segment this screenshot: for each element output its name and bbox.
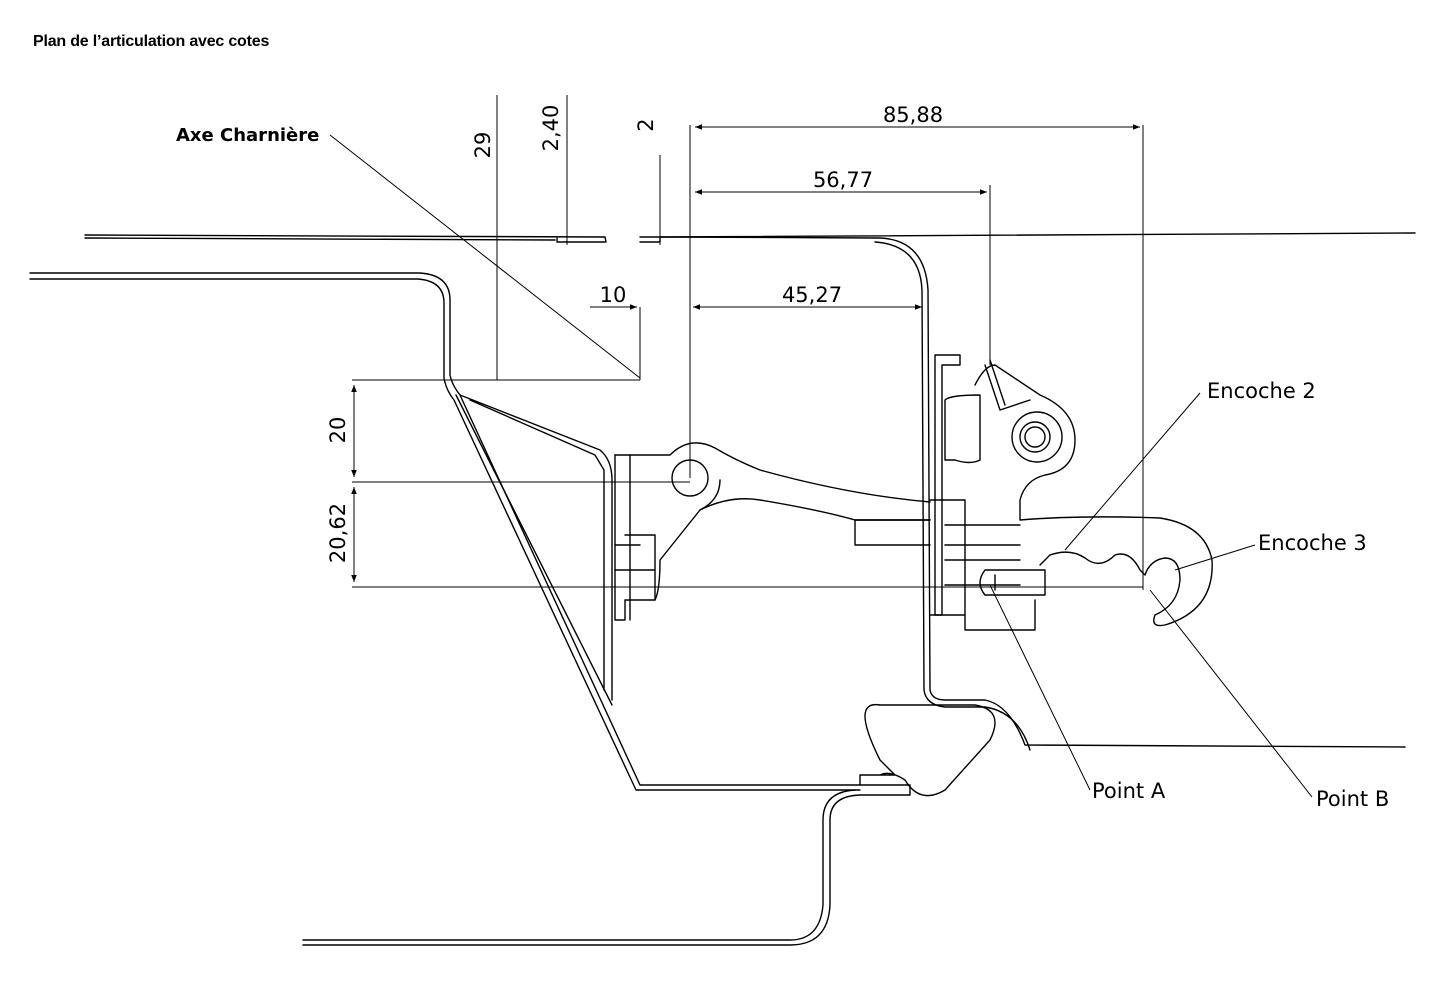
brace-2 xyxy=(455,394,613,706)
label-encoche-2: Encoche 2 xyxy=(1207,379,1316,403)
dim-20: 20 xyxy=(326,417,350,444)
left-frame-inner xyxy=(29,278,861,791)
right-wall xyxy=(874,241,1031,751)
cam-pin-inner xyxy=(1019,421,1051,453)
label-point-b: Point B xyxy=(1316,787,1389,811)
latch-cam xyxy=(974,364,1213,627)
dim-20-62: 20,62 xyxy=(326,503,350,563)
hinge-arm xyxy=(614,442,931,521)
pin-rod xyxy=(854,519,931,546)
top-plate-right xyxy=(659,236,1406,748)
point-a-roller xyxy=(979,569,1046,596)
dim-56-77: 56,77 xyxy=(813,168,873,192)
label-encoche-3: Encoche 3 xyxy=(1258,531,1367,555)
bottom-plate xyxy=(302,784,911,946)
dim-10: 10 xyxy=(600,283,627,307)
hinge-bracket-2 xyxy=(614,454,656,621)
latch-plate xyxy=(934,354,981,616)
dim-29: 29 xyxy=(471,132,495,159)
cam-pin-core xyxy=(1024,426,1046,448)
dim-2-40: 2,40 xyxy=(539,105,563,152)
brace xyxy=(459,394,613,701)
hinge-bracket xyxy=(614,454,721,621)
latch-hook xyxy=(984,359,1031,411)
label-point-a: Point A xyxy=(1092,779,1166,803)
cam-pin-outer xyxy=(1011,411,1063,463)
left-frame xyxy=(29,272,996,797)
dim-45-27: 45,27 xyxy=(782,283,842,307)
bottom-plate-inner xyxy=(302,789,856,941)
dim-2: 2 xyxy=(634,118,658,131)
label-axe-charniere: Axe Charnière xyxy=(176,125,319,146)
drawing-title: Plan de l’articulation avec cotes xyxy=(33,33,270,50)
dim-85-88: 85,88 xyxy=(883,103,943,127)
latch-body xyxy=(929,499,1036,631)
